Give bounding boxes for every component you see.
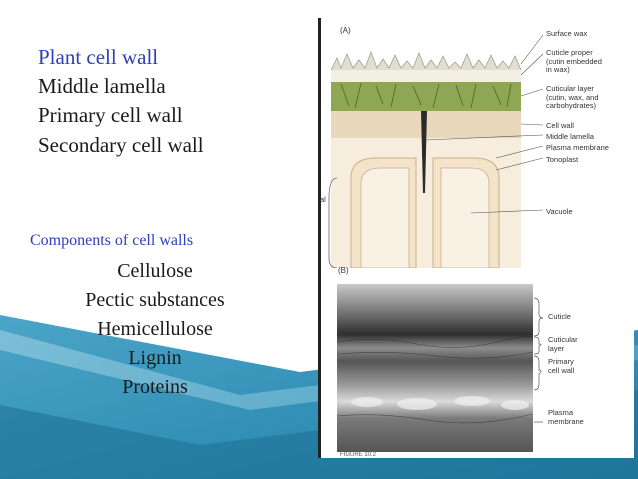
component-cellulose: Cellulose	[117, 260, 193, 282]
label-cuticular-layer: Cuticular layer (cutin, wax, and carbohy…	[546, 84, 599, 110]
panel-b-micrograph	[337, 284, 533, 452]
label-middle-lamella: Middle lamella	[546, 132, 594, 141]
figure-border	[318, 18, 321, 458]
list-item-primary-cell-wall: Primary cell wall	[38, 103, 183, 127]
label-plasma-membrane-b: Plasma membrane	[548, 408, 584, 426]
panel-a-diagram	[328, 34, 544, 268]
label-tonoplast: Tonoplast	[546, 155, 579, 164]
component-proteins: Proteins	[122, 376, 188, 398]
label-cuticle: Cuticle	[548, 312, 571, 321]
list-item-plant-cell-wall: Plant cell wall	[38, 45, 159, 69]
list-item-middle-lamella: Middle lamella	[38, 74, 166, 98]
component-lignin: Lignin	[128, 347, 182, 369]
panel-b-letter: (B)	[338, 266, 349, 275]
label-cuticle-proper: Cuticle proper (cutin embedded in wax)	[546, 48, 602, 74]
label-surface-wax: Surface wax	[546, 29, 588, 38]
label-vacuole: Vacuole	[546, 207, 573, 216]
list-item-secondary-cell-wall: Secondary cell wall	[38, 133, 204, 157]
component-pectic-substances: Pectic substances	[85, 289, 225, 311]
label-plasma-membrane: Plasma membrane	[546, 143, 609, 152]
panel-a-letter: (A)	[340, 26, 351, 35]
label-cell-wall: Cell wall	[546, 121, 574, 130]
label-primary-cell-wall-b: Primary cell wall	[548, 357, 575, 375]
components-heading: Components of cell walls	[30, 232, 194, 249]
panel-b-brackets	[533, 297, 544, 423]
label-cuticular-layer-b: Cuticular layer	[548, 335, 578, 353]
component-hemicellulose: Hemicellulose	[97, 318, 213, 340]
label-side-al: al	[320, 195, 326, 204]
figure-caption: FIGURE 10.2	[340, 452, 377, 458]
